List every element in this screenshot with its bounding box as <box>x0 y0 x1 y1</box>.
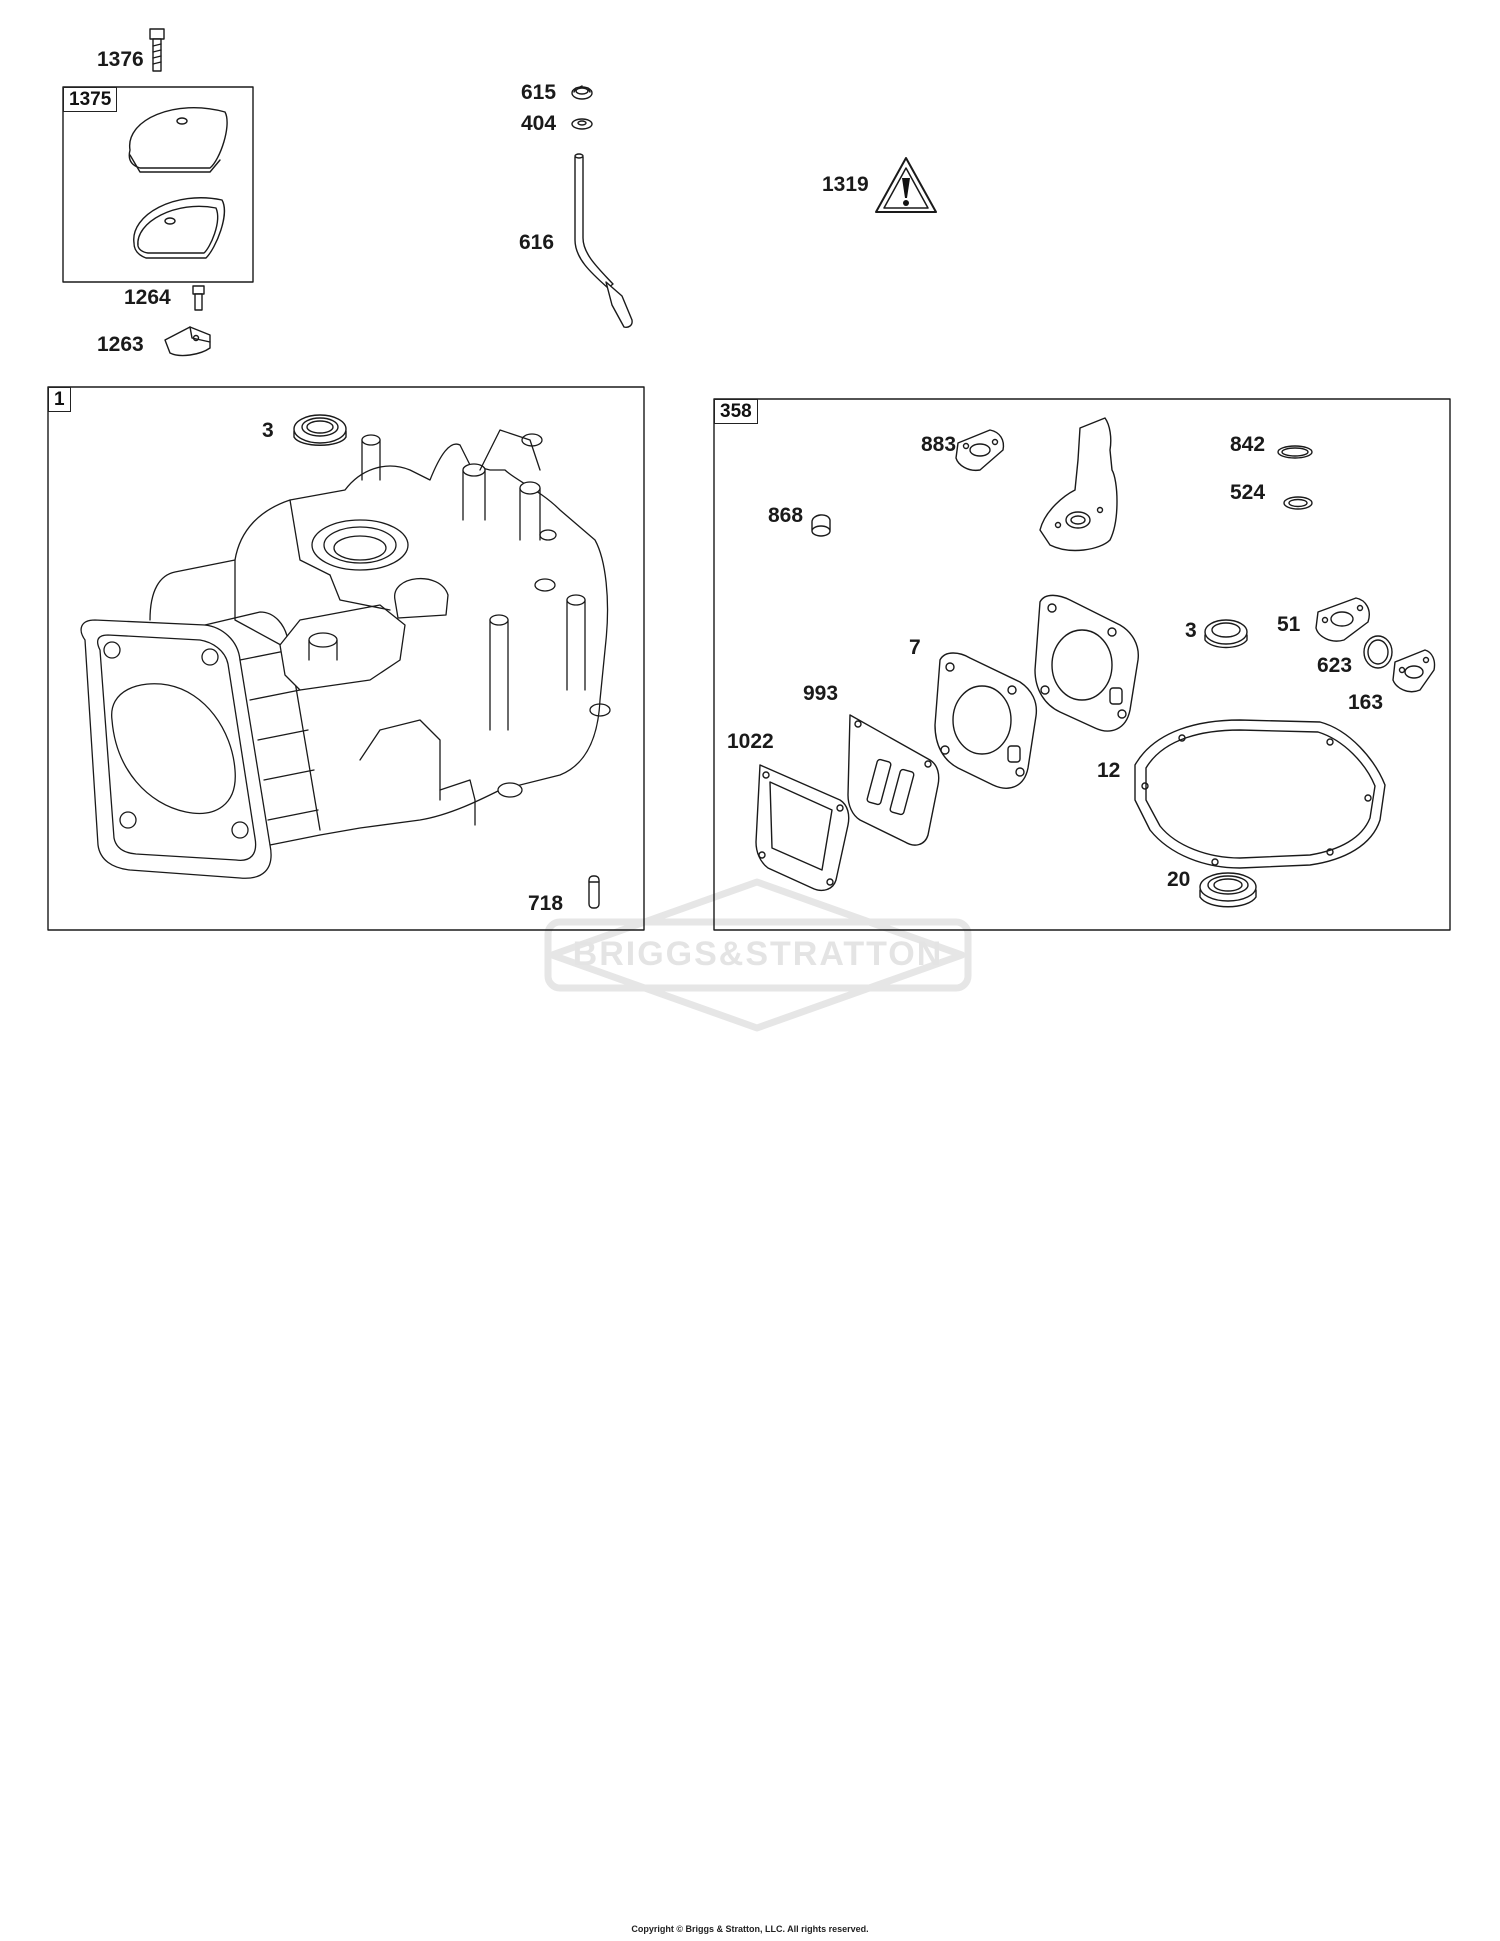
plug-868-icon <box>811 514 831 537</box>
o-ring-524-icon <box>1283 496 1313 510</box>
screw-1264-icon <box>192 285 205 311</box>
gasket-1022-icon <box>755 764 850 892</box>
oil-seal-20-icon <box>1199 872 1257 908</box>
crankcase-gasket-icon <box>1134 719 1386 869</box>
callout-868: 868 <box>768 504 804 527</box>
callout-883: 883 <box>921 433 957 456</box>
dipstick-616-icon <box>574 153 633 328</box>
dipstick-seal-615-icon <box>571 85 593 100</box>
dowel-pin-718-icon <box>588 875 600 909</box>
callout-616: 616 <box>519 231 555 254</box>
brand-watermark-text: BRIGGS&STRATTON <box>572 935 944 973</box>
callout-404: 404 <box>521 112 557 135</box>
callout-623: 623 <box>1317 654 1353 677</box>
oil-seal-3-icon <box>293 414 347 446</box>
gasket-163-icon <box>1392 649 1436 693</box>
bolt-1376-icon <box>149 28 165 72</box>
cylinder-block-icon <box>80 429 611 879</box>
copyright-footer: Copyright © Briggs & Stratton, LLC. All … <box>631 1924 869 1934</box>
oil-seal-3b-icon <box>1204 619 1248 649</box>
clip-1263-icon <box>164 326 211 357</box>
gasket-7-icon <box>934 652 1038 789</box>
o-ring-623-icon <box>1363 635 1393 669</box>
o-ring-842-icon <box>1277 445 1313 459</box>
callout-615: 615 <box>521 81 557 104</box>
callout-7: 7 <box>909 636 921 659</box>
callout-524: 524 <box>1230 481 1266 504</box>
callout-163: 163 <box>1348 691 1384 714</box>
callout-1264: 1264 <box>124 286 171 309</box>
callout-1376: 1376 <box>97 48 144 71</box>
head-gasket-12-icon <box>1034 594 1139 732</box>
box-label-1375: 1375 <box>63 87 118 112</box>
brand-watermark <box>544 878 972 1032</box>
box-label-358: 358 <box>714 399 758 424</box>
cover-plate-icon <box>128 107 228 173</box>
callout-1263: 1263 <box>97 333 144 356</box>
callout-718: 718 <box>528 892 564 915</box>
callout-842: 842 <box>1230 433 1266 456</box>
cover-gasket-icon <box>133 197 226 259</box>
gasket-883-icon <box>955 429 1005 472</box>
callout-1022: 1022 <box>727 730 774 753</box>
callout-3b: 3 <box>1185 619 1197 642</box>
gasket-993-icon <box>847 714 940 846</box>
kit-box-358 <box>713 398 1451 931</box>
callout-12: 12 <box>1097 759 1121 782</box>
kit-box-1 <box>47 386 645 931</box>
gasket-51-icon <box>1315 597 1370 642</box>
callout-20: 20 <box>1167 868 1191 891</box>
warning-1319-icon <box>875 157 937 213</box>
callout-51: 51 <box>1277 613 1301 636</box>
callout-1319: 1319 <box>822 173 869 196</box>
callout-3: 3 <box>262 419 274 442</box>
callout-993: 993 <box>803 682 839 705</box>
kit-box-1375 <box>62 86 254 283</box>
o-ring-404-icon <box>571 118 593 130</box>
bracket-icon <box>1039 417 1118 552</box>
box-label-1: 1 <box>48 387 71 412</box>
